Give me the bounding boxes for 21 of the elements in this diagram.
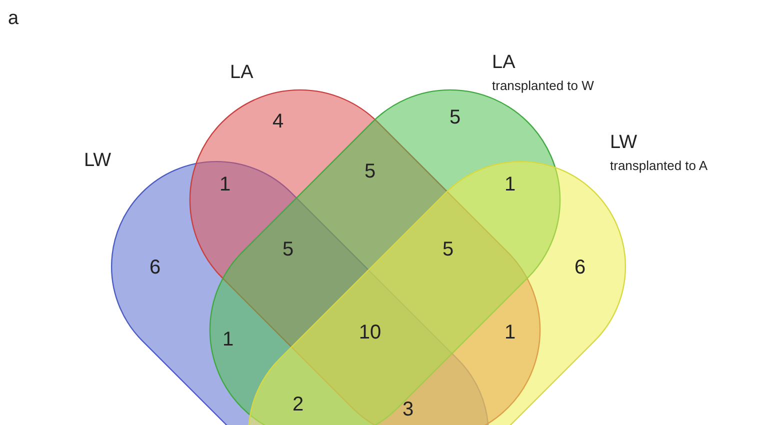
- panel-label: a: [8, 8, 19, 30]
- set-label: LA: [492, 52, 516, 74]
- set-label: LW: [610, 132, 638, 154]
- set-label: LA: [230, 62, 254, 84]
- region-count: 4: [272, 110, 284, 134]
- set-description: transplanted to A: [610, 158, 708, 173]
- region-count: 1: [504, 322, 516, 344]
- region-count: 5: [449, 106, 461, 130]
- region-count: 1: [219, 174, 231, 196]
- region-count: 1: [222, 328, 234, 352]
- region-count: 2: [292, 394, 304, 416]
- region-count: 3: [402, 398, 414, 422]
- set-label: LW: [84, 150, 112, 172]
- region-count: 6: [149, 256, 161, 280]
- region-count: 5: [442, 238, 454, 262]
- region-count: 1: [504, 174, 516, 196]
- region-count: 5: [282, 238, 294, 262]
- region-count: 5: [364, 160, 376, 184]
- region-count: 6: [574, 256, 586, 280]
- region-count: 10: [358, 322, 382, 344]
- set-description: transplanted to W: [492, 78, 594, 93]
